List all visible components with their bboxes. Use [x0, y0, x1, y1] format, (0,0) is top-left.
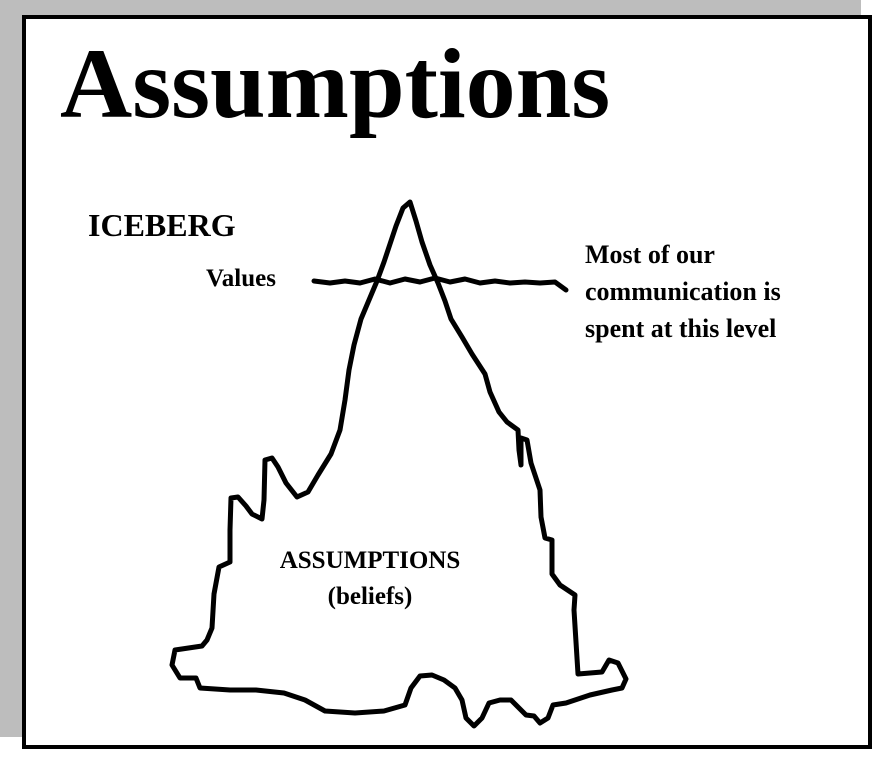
iceberg-outline — [169, 199, 629, 729]
slide-title: Assumptions — [60, 28, 611, 139]
callout-line: Most of our — [585, 240, 715, 269]
iceberg-label: ICEBERG — [88, 207, 236, 243]
slide-frame — [22, 15, 872, 749]
assumptions-label: ASSUMPTIONS (beliefs) — [250, 543, 490, 615]
callout-line: communication is — [585, 277, 781, 306]
assumptions-title: ASSUMPTIONS — [279, 547, 461, 574]
callout-line: spent at this level — [585, 314, 777, 343]
waterline-label: Values — [206, 265, 276, 292]
communication-callout: Most of our communication is spent at th… — [585, 236, 781, 347]
waterline — [311, 275, 569, 293]
assumptions-subtitle: (beliefs) — [327, 583, 413, 610]
